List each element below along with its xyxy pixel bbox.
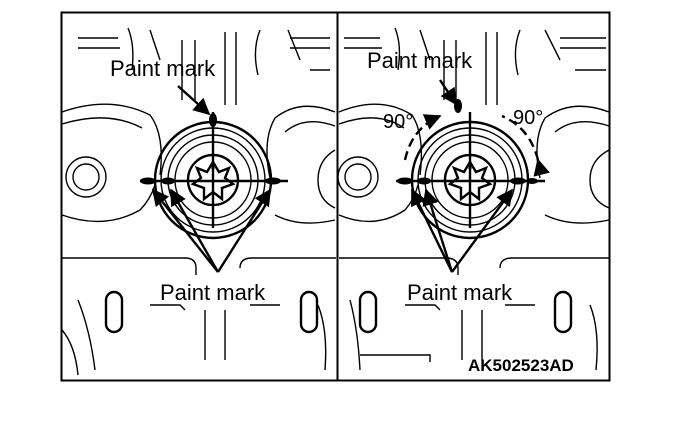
paint-mark-right-left-inner bbox=[417, 177, 431, 185]
paint-mark-top bbox=[209, 113, 217, 127]
angle-label-left: 90° bbox=[383, 111, 413, 133]
left-lobe-housing bbox=[61, 103, 162, 223]
left-leaders bbox=[151, 85, 272, 273]
paint-mark-right bbox=[265, 177, 281, 185]
left-sprocket bbox=[140, 112, 288, 240]
figure-frame bbox=[60, 11, 611, 382]
left-lower-structure bbox=[61, 257, 336, 376]
paint-mark-right-left-outer bbox=[397, 177, 413, 185]
left-background-lines bbox=[78, 27, 330, 105]
right-panel: Paint mark 90° 90° Paint mark AK502523AD bbox=[337, 27, 610, 375]
right-sprocket bbox=[396, 99, 545, 240]
right-right-lobe-housing bbox=[536, 105, 610, 224]
angle-label-right: 90° bbox=[513, 107, 543, 129]
right-left-lobe-housing bbox=[337, 103, 423, 223]
paint-mark-left-outer bbox=[140, 177, 156, 185]
paint-mark-left-inner bbox=[161, 177, 175, 185]
right-label-bottom: Paint mark bbox=[407, 280, 513, 305]
paint-mark-right-right bbox=[510, 177, 526, 185]
right-label-top: Paint mark bbox=[367, 48, 473, 73]
right-lobe-housing bbox=[266, 105, 336, 224]
figure-code: AK502523AD bbox=[468, 356, 574, 375]
left-panel: Paint mark Paint mark bbox=[61, 27, 336, 376]
right-lower-structure bbox=[339, 257, 609, 371]
rotation-arcs bbox=[403, 114, 550, 177]
left-label-bottom: Paint mark bbox=[160, 280, 266, 305]
right-leaders bbox=[410, 79, 513, 273]
left-label-top: Paint mark bbox=[110, 56, 216, 81]
paint-mark-right-far bbox=[526, 178, 538, 184]
